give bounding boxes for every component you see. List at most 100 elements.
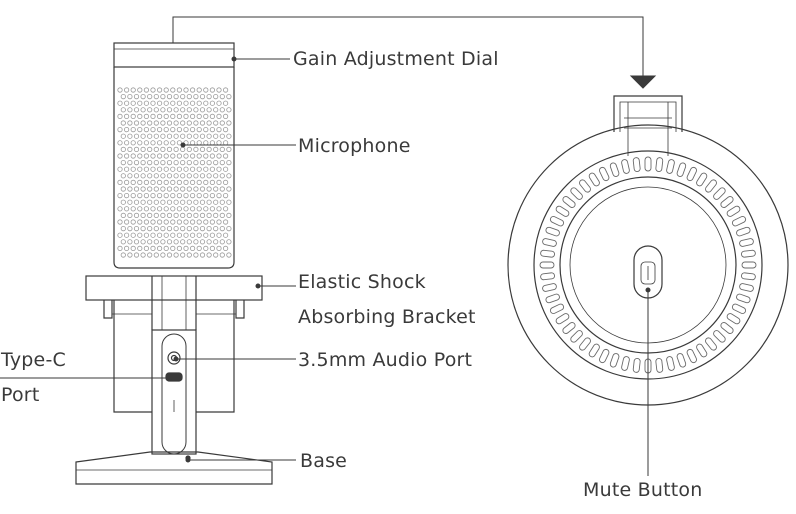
- grille-hole: [173, 120, 179, 126]
- base-label: Base: [300, 450, 348, 472]
- grille-hole: [213, 120, 219, 126]
- grille-hole: [124, 100, 130, 106]
- grille-hole: [226, 186, 232, 192]
- grille-hole: [147, 94, 153, 100]
- grille-hole: [133, 146, 140, 152]
- grille-hole: [120, 186, 126, 192]
- grille-hole: [143, 87, 149, 93]
- grille-hole: [170, 179, 176, 185]
- grille-hole: [209, 153, 215, 159]
- grille-hole: [180, 226, 186, 232]
- grille-hole: [130, 100, 136, 106]
- grille-hole: [130, 153, 136, 159]
- grille-hole: [150, 87, 156, 93]
- grille-hole: [226, 133, 232, 139]
- grille-hole: [203, 232, 209, 238]
- vent-slot: [555, 205, 570, 217]
- grille-hole: [223, 127, 229, 133]
- grille-hole: [183, 153, 189, 159]
- vent-slot: [713, 187, 726, 200]
- grille-hole: [203, 179, 209, 185]
- grille-hole: [193, 212, 199, 218]
- grille-hole: [173, 186, 179, 192]
- typec-port-label-line1: Type-C: [1, 349, 66, 371]
- grille-hole: [147, 212, 153, 218]
- grille-hole: [163, 113, 169, 120]
- grille-hole: [206, 199, 212, 205]
- grille-hole: [150, 127, 156, 133]
- grille-hole: [196, 153, 202, 159]
- grille-hole: [130, 166, 136, 172]
- grille-hole: [130, 113, 136, 120]
- grille-hole: [160, 120, 166, 126]
- grille-hole: [186, 120, 192, 126]
- grille-hole: [183, 206, 189, 212]
- grille-hole: [160, 160, 166, 166]
- grille-hole: [209, 219, 215, 225]
- grille-hole: [127, 239, 133, 245]
- grille-hole: [226, 94, 232, 100]
- grille-hole: [209, 232, 215, 238]
- grille-hole: [147, 199, 153, 205]
- grille-hole: [130, 245, 136, 251]
- grille-hole: [120, 173, 126, 179]
- grille-hole: [127, 146, 133, 152]
- grille-hole: [150, 219, 156, 225]
- grille-hole: [163, 153, 169, 159]
- grille-hole: [180, 146, 186, 152]
- grille-hole: [150, 206, 156, 212]
- grille-hole: [176, 219, 182, 225]
- grille-hole: [196, 100, 202, 106]
- grille-hole: [163, 193, 169, 199]
- grille-hole: [176, 206, 182, 212]
- grille-hole: [183, 219, 189, 225]
- vent-slot: [666, 356, 675, 371]
- vent-slot: [542, 238, 557, 247]
- grille-hole: [130, 87, 136, 93]
- grille-hole: [199, 212, 206, 218]
- vent-slot: [549, 216, 565, 227]
- grille-hole: [209, 140, 215, 146]
- vent-slot: [705, 179, 717, 193]
- grille-hole: [117, 206, 123, 212]
- grille-hole: [170, 245, 176, 251]
- grille-hole: [186, 252, 192, 258]
- grille-hole: [223, 179, 229, 185]
- vent-slot: [686, 166, 697, 182]
- grille-hole: [133, 212, 140, 218]
- grille-hole: [163, 166, 169, 172]
- grille-hole: [176, 100, 182, 106]
- grille-hole: [190, 232, 196, 238]
- vent-slot: [555, 313, 570, 325]
- grille-hole: [153, 199, 159, 205]
- grille-hole: [173, 239, 179, 245]
- shock-bracket: [85, 275, 263, 301]
- vent-slot: [740, 272, 756, 281]
- grille-hole: [117, 193, 123, 199]
- vent-slot: [621, 356, 630, 371]
- grille-hole: [117, 113, 123, 120]
- grille-hole: [150, 245, 156, 251]
- vent-slot: [731, 303, 747, 314]
- grille-hole: [160, 186, 166, 192]
- grille-hole: [206, 239, 212, 245]
- grille-hole: [203, 166, 209, 172]
- grille-hole: [147, 239, 153, 245]
- grille-hole: [190, 127, 196, 133]
- vent-slot: [655, 357, 664, 373]
- vent-slot: [676, 353, 687, 368]
- grille-hole: [147, 160, 153, 166]
- grille-hole: [203, 219, 209, 225]
- grille-hole: [133, 186, 140, 192]
- grille-hole: [117, 140, 123, 146]
- grille-hole: [226, 199, 232, 205]
- grille-hole: [206, 212, 212, 218]
- grille-hole: [196, 140, 202, 146]
- grille-hole: [219, 239, 225, 245]
- grille-hole: [193, 252, 199, 258]
- grille-hole: [216, 219, 222, 225]
- vent-slot: [579, 179, 591, 193]
- grille-hole: [140, 120, 146, 126]
- grille-hole: [147, 120, 153, 126]
- audio-port: [167, 351, 181, 365]
